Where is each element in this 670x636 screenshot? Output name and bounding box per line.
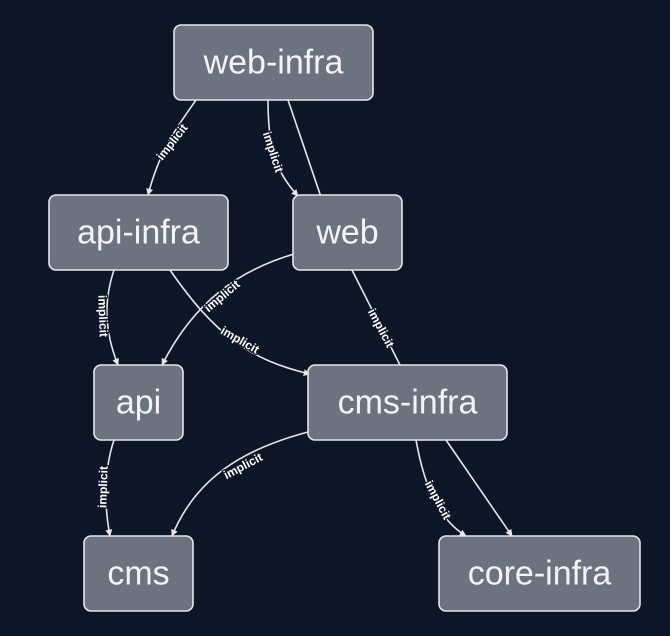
edge-label: implicit (201, 277, 242, 315)
node-label: web-infra (203, 44, 344, 82)
node-cms-infra[interactable]: cms-infra (307, 364, 508, 441)
edge-label: implicit (422, 478, 454, 522)
node-label: cms-infra (338, 384, 478, 422)
edges: implicit implicit implicit implicit impl… (94, 99, 513, 537)
edge-cms-infra-to-core-infra (415, 439, 467, 537)
edge-api-to-cms (105, 439, 115, 537)
node-label: api (116, 384, 161, 422)
node-label: core-infra (468, 555, 612, 593)
node-web[interactable]: web (292, 194, 403, 271)
node-label: web (315, 214, 378, 252)
node-api[interactable]: api (93, 364, 184, 441)
edge-web-infra-to-web (267, 99, 299, 197)
edge-api-infra-to-api (106, 269, 119, 366)
edge-api-infra-to-cms-infra (169, 269, 311, 376)
edge-label: implicit (218, 323, 261, 356)
edge-label: implicit (260, 130, 286, 174)
edge-label: implicit (95, 466, 110, 508)
edge-label: implicit (95, 295, 110, 337)
edge-label: implicit (365, 306, 397, 350)
node-web-infra[interactable]: web-infra (173, 24, 374, 101)
edge-label: implicit (221, 450, 265, 482)
node-cms[interactable]: cms (83, 535, 194, 612)
edge-web-infra-to-cms-infra (287, 99, 322, 198)
edge-web-to-cms-infra (351, 269, 401, 366)
node-core-infra[interactable]: core-infra (438, 535, 641, 612)
node-api-infra[interactable]: api-infra (48, 194, 229, 271)
edge-cms-infra-to-core-infra-direct (445, 439, 513, 537)
node-label: cms (107, 555, 169, 593)
edge-cms-infra-to-cms (171, 431, 309, 537)
node-label: api-infra (77, 214, 200, 252)
edge-label: implicit (154, 121, 191, 163)
edge-web-infra-to-api-infra (146, 99, 197, 196)
nodes: web-infra api-infra web api cms-infra cm… (48, 24, 641, 612)
edge-web-to-api (161, 253, 295, 366)
